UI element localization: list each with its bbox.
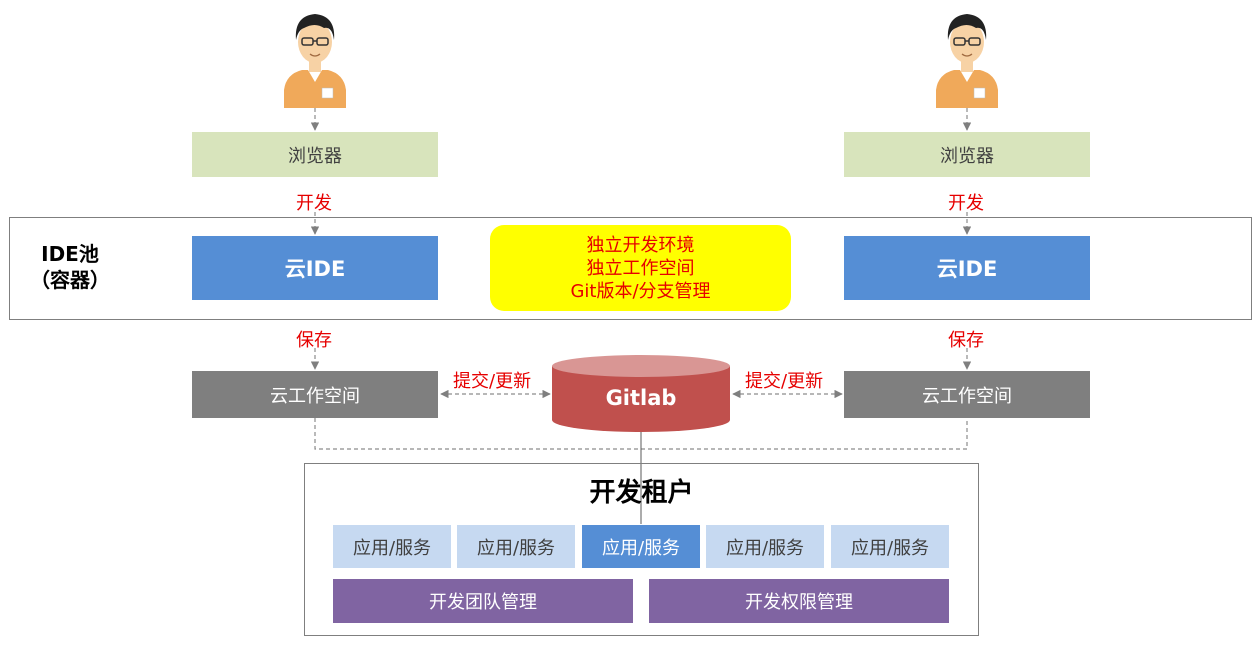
service-item[interactable]: 应用/服务: [706, 525, 824, 568]
service-item[interactable]: 应用/服务: [457, 525, 575, 568]
cloud-ide-right[interactable]: 云IDE: [844, 236, 1090, 300]
develop-label-left: 开发: [296, 193, 332, 214]
tenant-title: 开发租户: [589, 478, 694, 508]
cloud-workspace-left[interactable]: 云工作空间: [192, 371, 438, 418]
permission-management-button[interactable]: 开发权限管理: [649, 579, 949, 623]
ide-pool-label: IDE池 （容器）: [20, 241, 120, 293]
ide-pool-label-line1: IDE池: [41, 242, 99, 266]
cloud-ide-left[interactable]: 云IDE: [192, 236, 438, 300]
service-item[interactable]: 应用/服务: [333, 525, 451, 568]
feature-item: 独立工作空间: [586, 257, 695, 279]
browser-left[interactable]: 浏览器: [192, 132, 438, 177]
ide-pool-label-line2: （容器）: [30, 268, 110, 292]
cloud-workspace-right[interactable]: 云工作空间: [844, 371, 1090, 418]
team-management-button[interactable]: 开发团队管理: [333, 579, 633, 623]
gitlab-label[interactable]: Gitlab: [605, 386, 677, 410]
feature-item: 独立开发环境: [586, 234, 695, 256]
gitlab-database-icon: [552, 355, 730, 432]
save-label-right: 保存: [948, 330, 984, 351]
browser-right[interactable]: 浏览器: [844, 132, 1090, 177]
developer-avatar-icon: [936, 14, 998, 108]
feature-item: Git版本/分支管理: [570, 280, 711, 302]
save-label-left: 保存: [296, 330, 332, 351]
feature-note: 独立开发环境 独立工作空间 Git版本/分支管理: [490, 225, 791, 311]
developer-avatar-icon: [284, 14, 346, 108]
service-item-active[interactable]: 应用/服务: [582, 525, 700, 568]
sync-label-right: 提交/更新: [745, 371, 824, 392]
develop-label-right: 开发: [948, 193, 984, 214]
ide-pool-frame: [9, 217, 1252, 320]
sync-label-left: 提交/更新: [453, 371, 532, 392]
service-item[interactable]: 应用/服务: [831, 525, 949, 568]
tenant-frame: [304, 463, 979, 636]
